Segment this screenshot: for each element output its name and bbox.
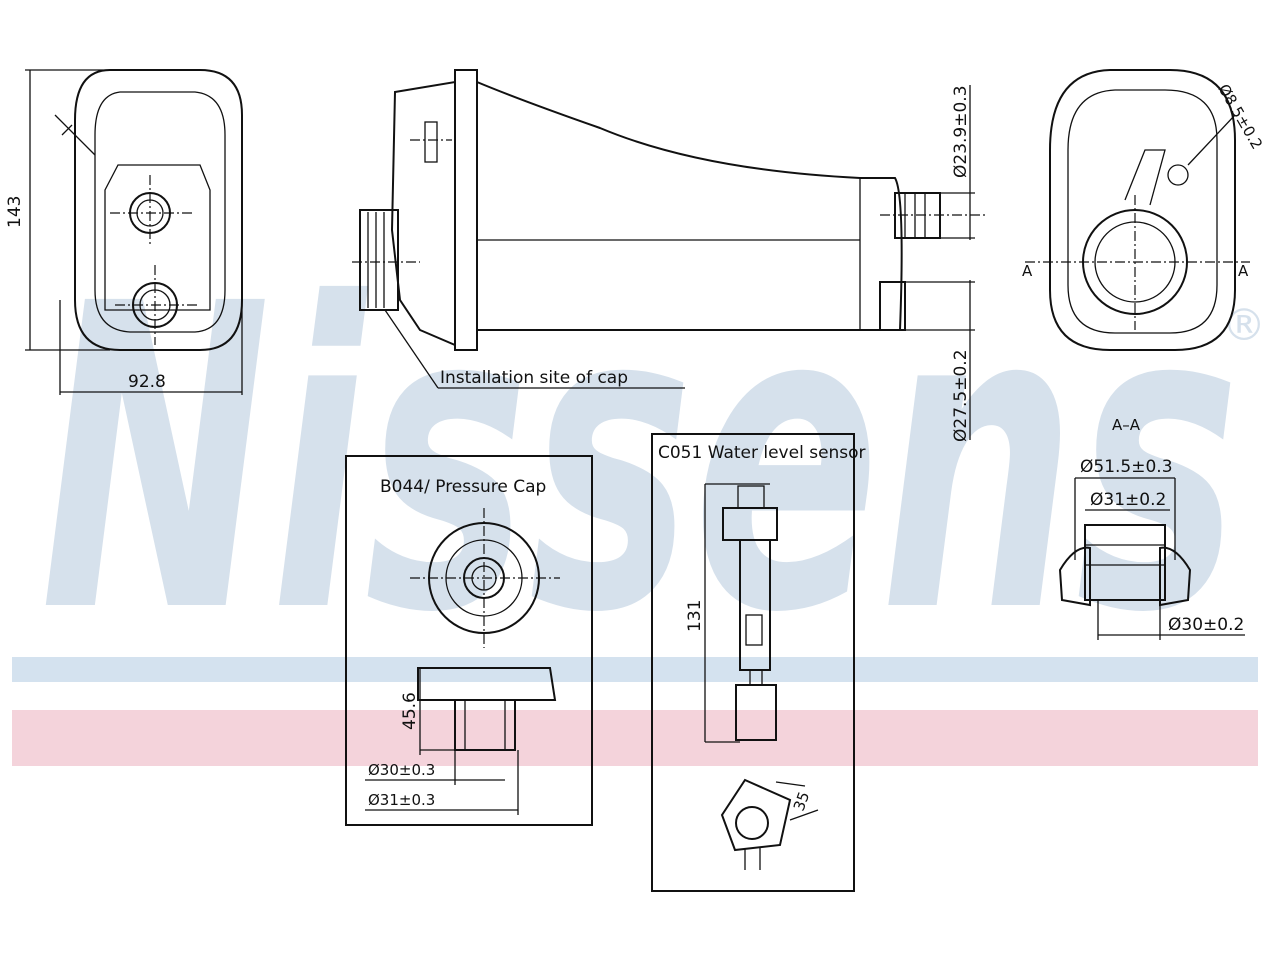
section-marker-right: A [1238, 262, 1249, 280]
section-outer-dia-dim: Ø51.5±0.3 [1080, 457, 1173, 477]
section-label: A–A [1112, 416, 1141, 434]
level-sensor-panel: C051 Water level sensor 131 35 [651, 433, 866, 892]
pressure-cap-title: B044/ Pressure Cap [380, 477, 546, 497]
front-view: 143 92.8 [5, 69, 243, 395]
side-hole-dia-dim: Ø8.5±0.2 [1215, 81, 1267, 152]
nissens-watermark: Nissens ® [12, 216, 1266, 766]
section-marker-left: A [1022, 262, 1033, 280]
level-sensor-small-dim: 35 [790, 789, 813, 813]
level-sensor-length-dim: 131 [685, 600, 705, 632]
watermark-blue-band [12, 657, 1258, 682]
outlet-upper-dia-dim: Ø23.9±0.3 [951, 85, 971, 178]
section-base-dia-dim: Ø30±0.2 [1168, 615, 1244, 635]
section-view: A–A Ø51.5±0.3 Ø31±0.2 Ø30±0.2 [1058, 416, 1245, 640]
watermark-brand: Nissens [40, 216, 1240, 705]
outlet-lower-dia-dim: Ø27.5±0.2 [951, 349, 971, 442]
installation-site-callout: Installation site of cap [440, 368, 628, 388]
section-inner-dia-dim: Ø31±0.2 [1090, 490, 1166, 510]
pressure-cap-dia-inner: Ø30±0.3 [368, 761, 435, 779]
front-width-dim: 92.8 [128, 372, 166, 392]
pressure-cap-height-dim: 45.6 [400, 692, 420, 730]
pressure-cap-panel: B044/ Pressure Cap 45.6 Ø30±0.3 Ø31±0.3 [345, 455, 593, 826]
pressure-cap-dia-outer: Ø31±0.3 [368, 791, 435, 809]
side-view: Ø23.9±0.3 Ø27.5±0.2 Installation site of… [352, 69, 985, 442]
watermark-registered-mark: ® [1222, 300, 1266, 351]
level-sensor-title: C051 Water level sensor [658, 443, 866, 463]
front-height-dim: 143 [5, 196, 25, 228]
watermark-red-band [12, 710, 1258, 766]
